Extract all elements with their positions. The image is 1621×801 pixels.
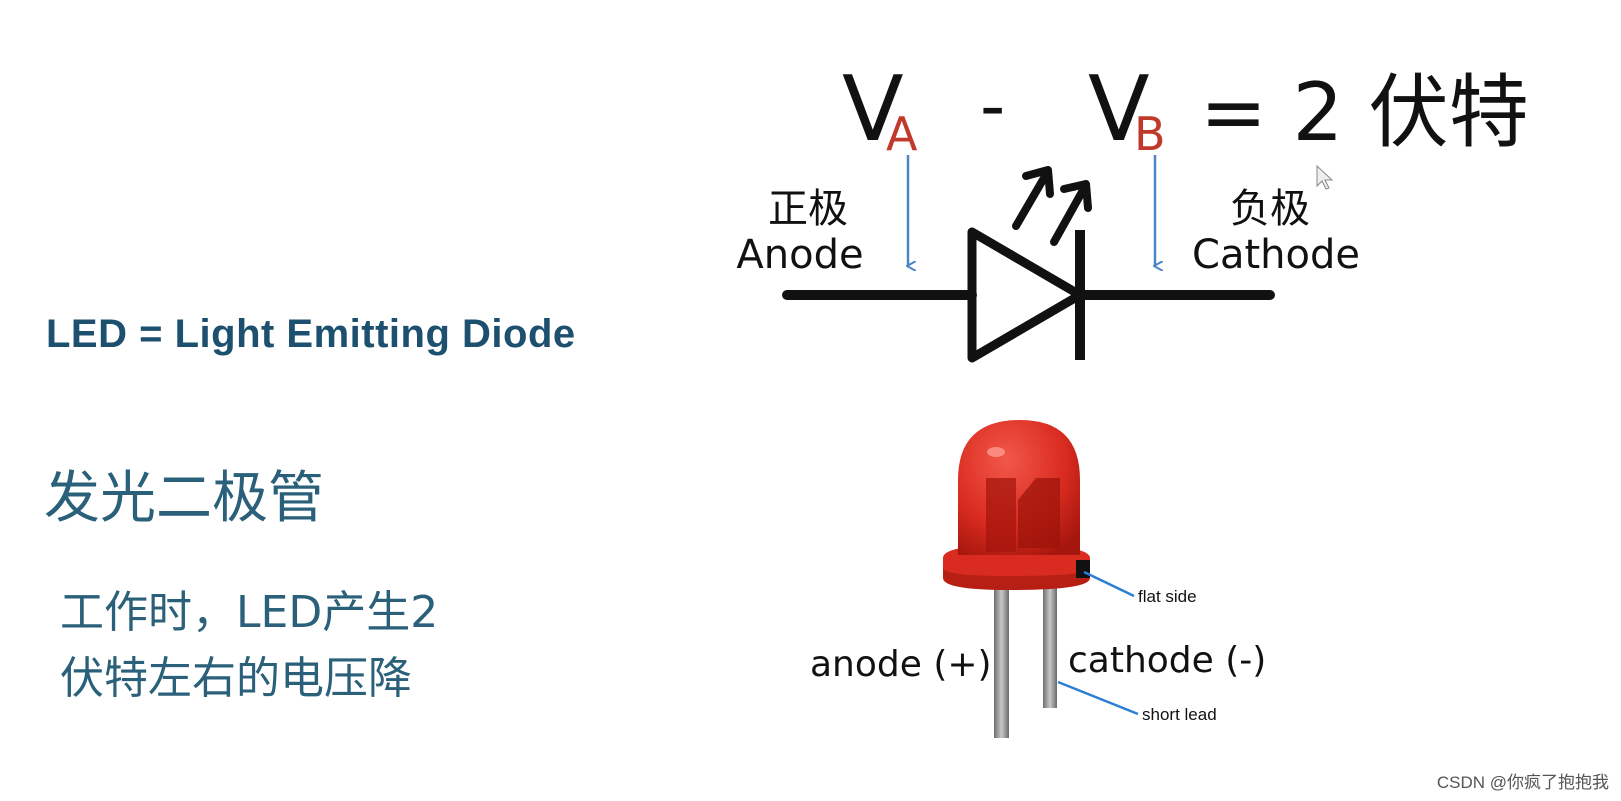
led-definition-title: LED = Light Emitting Diode [46, 312, 576, 356]
short-lead-callout-line [1057, 680, 1139, 716]
description-line-1: 工作时，LED产生2 [60, 587, 439, 638]
led-chinese-title: 发光二极管 [44, 466, 324, 531]
light-emission-arrow-2 [1050, 188, 1086, 246]
cathode-en-label: Cathode [1192, 232, 1360, 278]
cathode-lead [1043, 575, 1057, 708]
led-description: 工作时，LED产生2 伏特左右的电压降 [60, 580, 438, 712]
light-emission-arrow-1 [1012, 174, 1048, 230]
description-line-2: 伏特左右的电压降 [60, 653, 412, 704]
flat-side-label: flat side [1138, 587, 1197, 606]
voltage-equation: V A - V B = 2 伏特 [842, 57, 1529, 162]
anode-en-label: Anode [736, 232, 863, 278]
equation-rhs: = 2 伏特 [1200, 66, 1529, 159]
diode-triangle [967, 227, 1085, 363]
anode-lead [994, 575, 1009, 738]
equation-subscript-b: B [1134, 107, 1166, 161]
led-schematic-symbol [782, 166, 1275, 363]
cathode-anvil [1018, 478, 1060, 548]
light-emission-arrowhead-1 [1022, 166, 1054, 198]
cathode-minus-label: cathode (-) [1068, 640, 1266, 681]
equation-v-b: V [1088, 57, 1150, 162]
short-lead-label: short lead [1142, 705, 1217, 724]
equation-v-a: V [842, 57, 904, 162]
light-emission-arrowhead-2 [1060, 180, 1092, 212]
led-photo [943, 420, 1090, 738]
flat-side-mark [1076, 560, 1090, 578]
equation-subscript-a: A [886, 107, 918, 161]
mouse-cursor-icon [1316, 164, 1334, 190]
flat-side-callout-line [1083, 570, 1135, 598]
csdn-watermark: CSDN @你疯了抱抱我 [1436, 773, 1609, 792]
cathode-cn-label: 负极 [1230, 186, 1310, 232]
anode-plus-label: anode (+) [810, 644, 992, 685]
dome-highlight [987, 447, 1005, 457]
anode-post [986, 478, 1016, 552]
equation-minus: - [980, 65, 1005, 147]
anode-cn-label: 正极 [768, 186, 848, 232]
